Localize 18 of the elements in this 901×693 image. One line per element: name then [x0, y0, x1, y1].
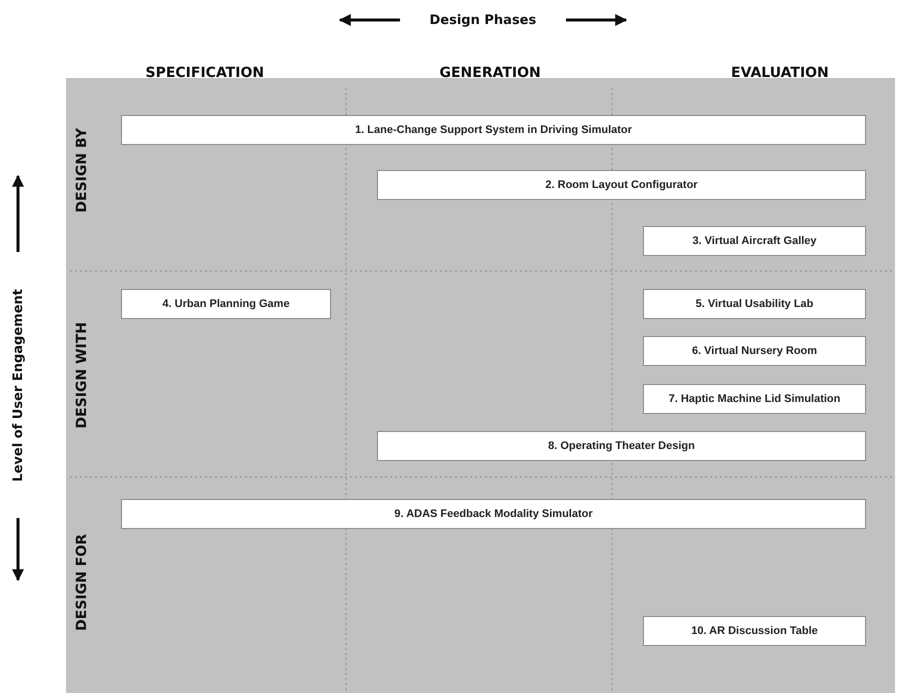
project-box: 1. Lane-Change Support System in Driving Simulator [121, 115, 866, 145]
project-box: 8. Operating Theater Design [377, 431, 866, 461]
axis-title: Level of User Engagement [10, 288, 26, 482]
project-box: 9. ADAS Feedback Modality Simulator [121, 499, 866, 529]
row-header: DESIGN FOR [74, 534, 90, 630]
project-box: 7. Haptic Machine Lid Simulation [643, 384, 866, 414]
project-box: 10. AR Discussion Table [643, 616, 866, 646]
project-box: 6. Virtual Nursery Room [643, 336, 866, 366]
project-box: 3. Virtual Aircraft Galley [643, 226, 866, 256]
row-header: DESIGN WITH [74, 322, 90, 428]
axis-title: Design Phases [430, 12, 536, 28]
row-header: DESIGN BY [74, 128, 90, 212]
column-header: EVALUATION [731, 65, 829, 81]
project-box: 5. Virtual Usability Lab [643, 289, 866, 319]
project-box: 2. Room Layout Configurator [377, 170, 866, 200]
project-box: 4. Urban Planning Game [121, 289, 331, 319]
column-header: SPECIFICATION [146, 65, 264, 81]
column-header: GENERATION [440, 65, 541, 81]
